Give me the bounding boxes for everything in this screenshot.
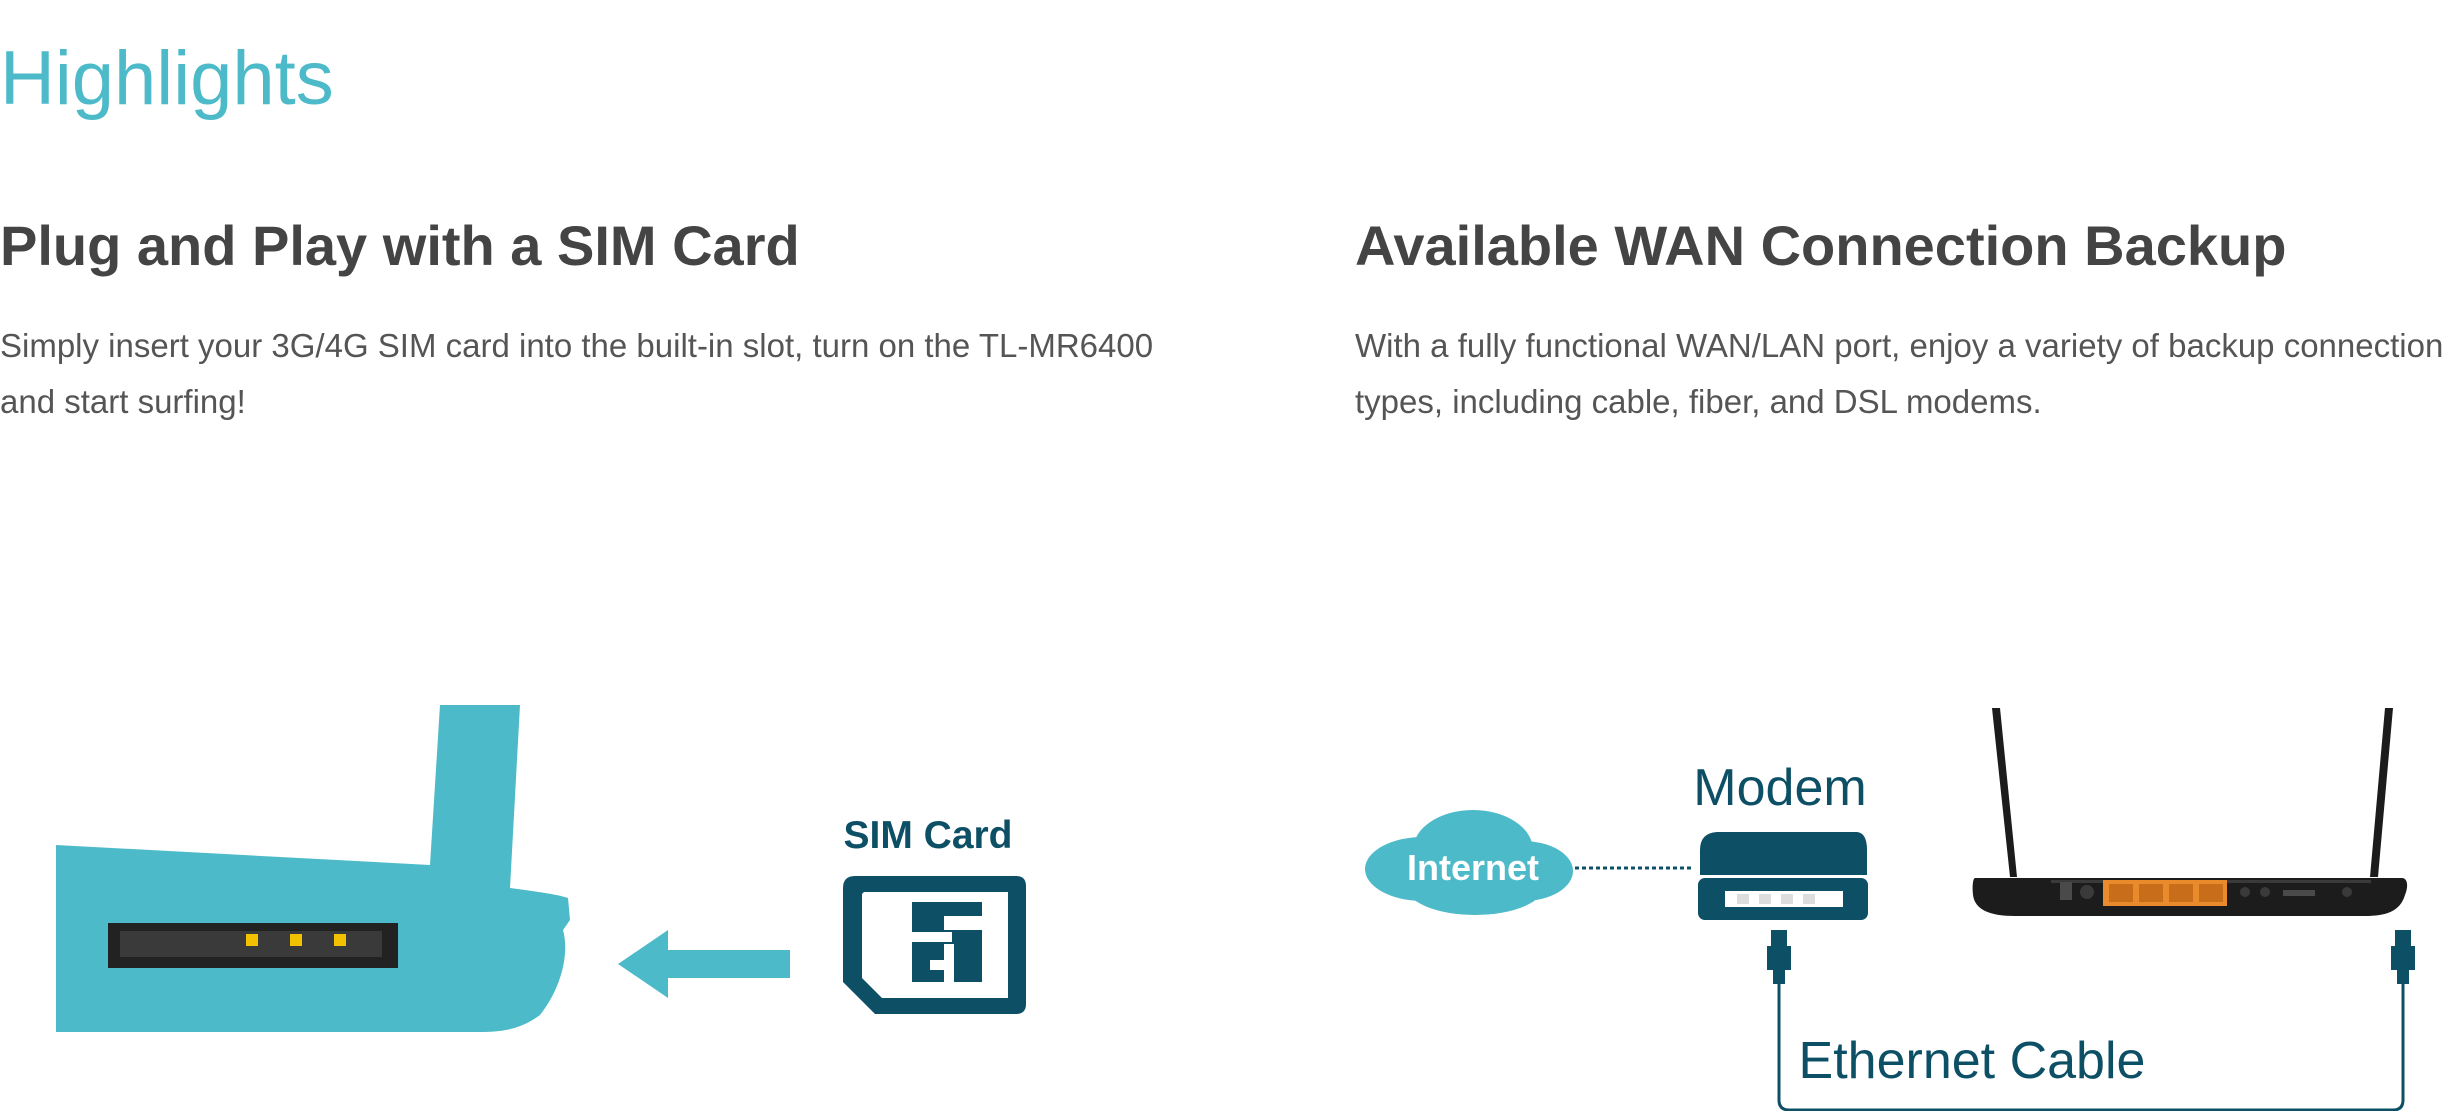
feature-heading: Available WAN Connection Backup (1355, 214, 2287, 278)
ethernet-cable-line (1777, 984, 2405, 1111)
router-body-icon (56, 705, 570, 1032)
sim-card-icon (843, 876, 1026, 1014)
arrow-left-icon (618, 930, 790, 998)
ethernet-plug-icon (1767, 930, 2415, 984)
wan-backup-illustration: Internet Modem Ethernet Cable (1365, 708, 2415, 1111)
modem-icon (1698, 832, 1868, 920)
feature-heading: Plug and Play with a SIM Card (0, 214, 800, 278)
sim-card-illustration: SIM Card (56, 705, 1026, 1032)
sim-slot-icon (108, 923, 398, 968)
router-icon (1972, 708, 2408, 916)
feature-description: With a fully functional WAN/LAN port, en… (1355, 327, 2444, 420)
page-title: Highlights (0, 35, 334, 121)
internet-cloud-icon (1365, 810, 1573, 915)
feature-description: Simply insert your 3G/4G SIM card into t… (0, 327, 1154, 420)
sim-card-label: SIM Card (843, 814, 1012, 857)
modem-label: Modem (1693, 759, 1866, 817)
ethernet-cable-label: Ethernet Cable (1799, 1032, 2146, 1090)
internet-label: Internet (1407, 847, 1539, 888)
